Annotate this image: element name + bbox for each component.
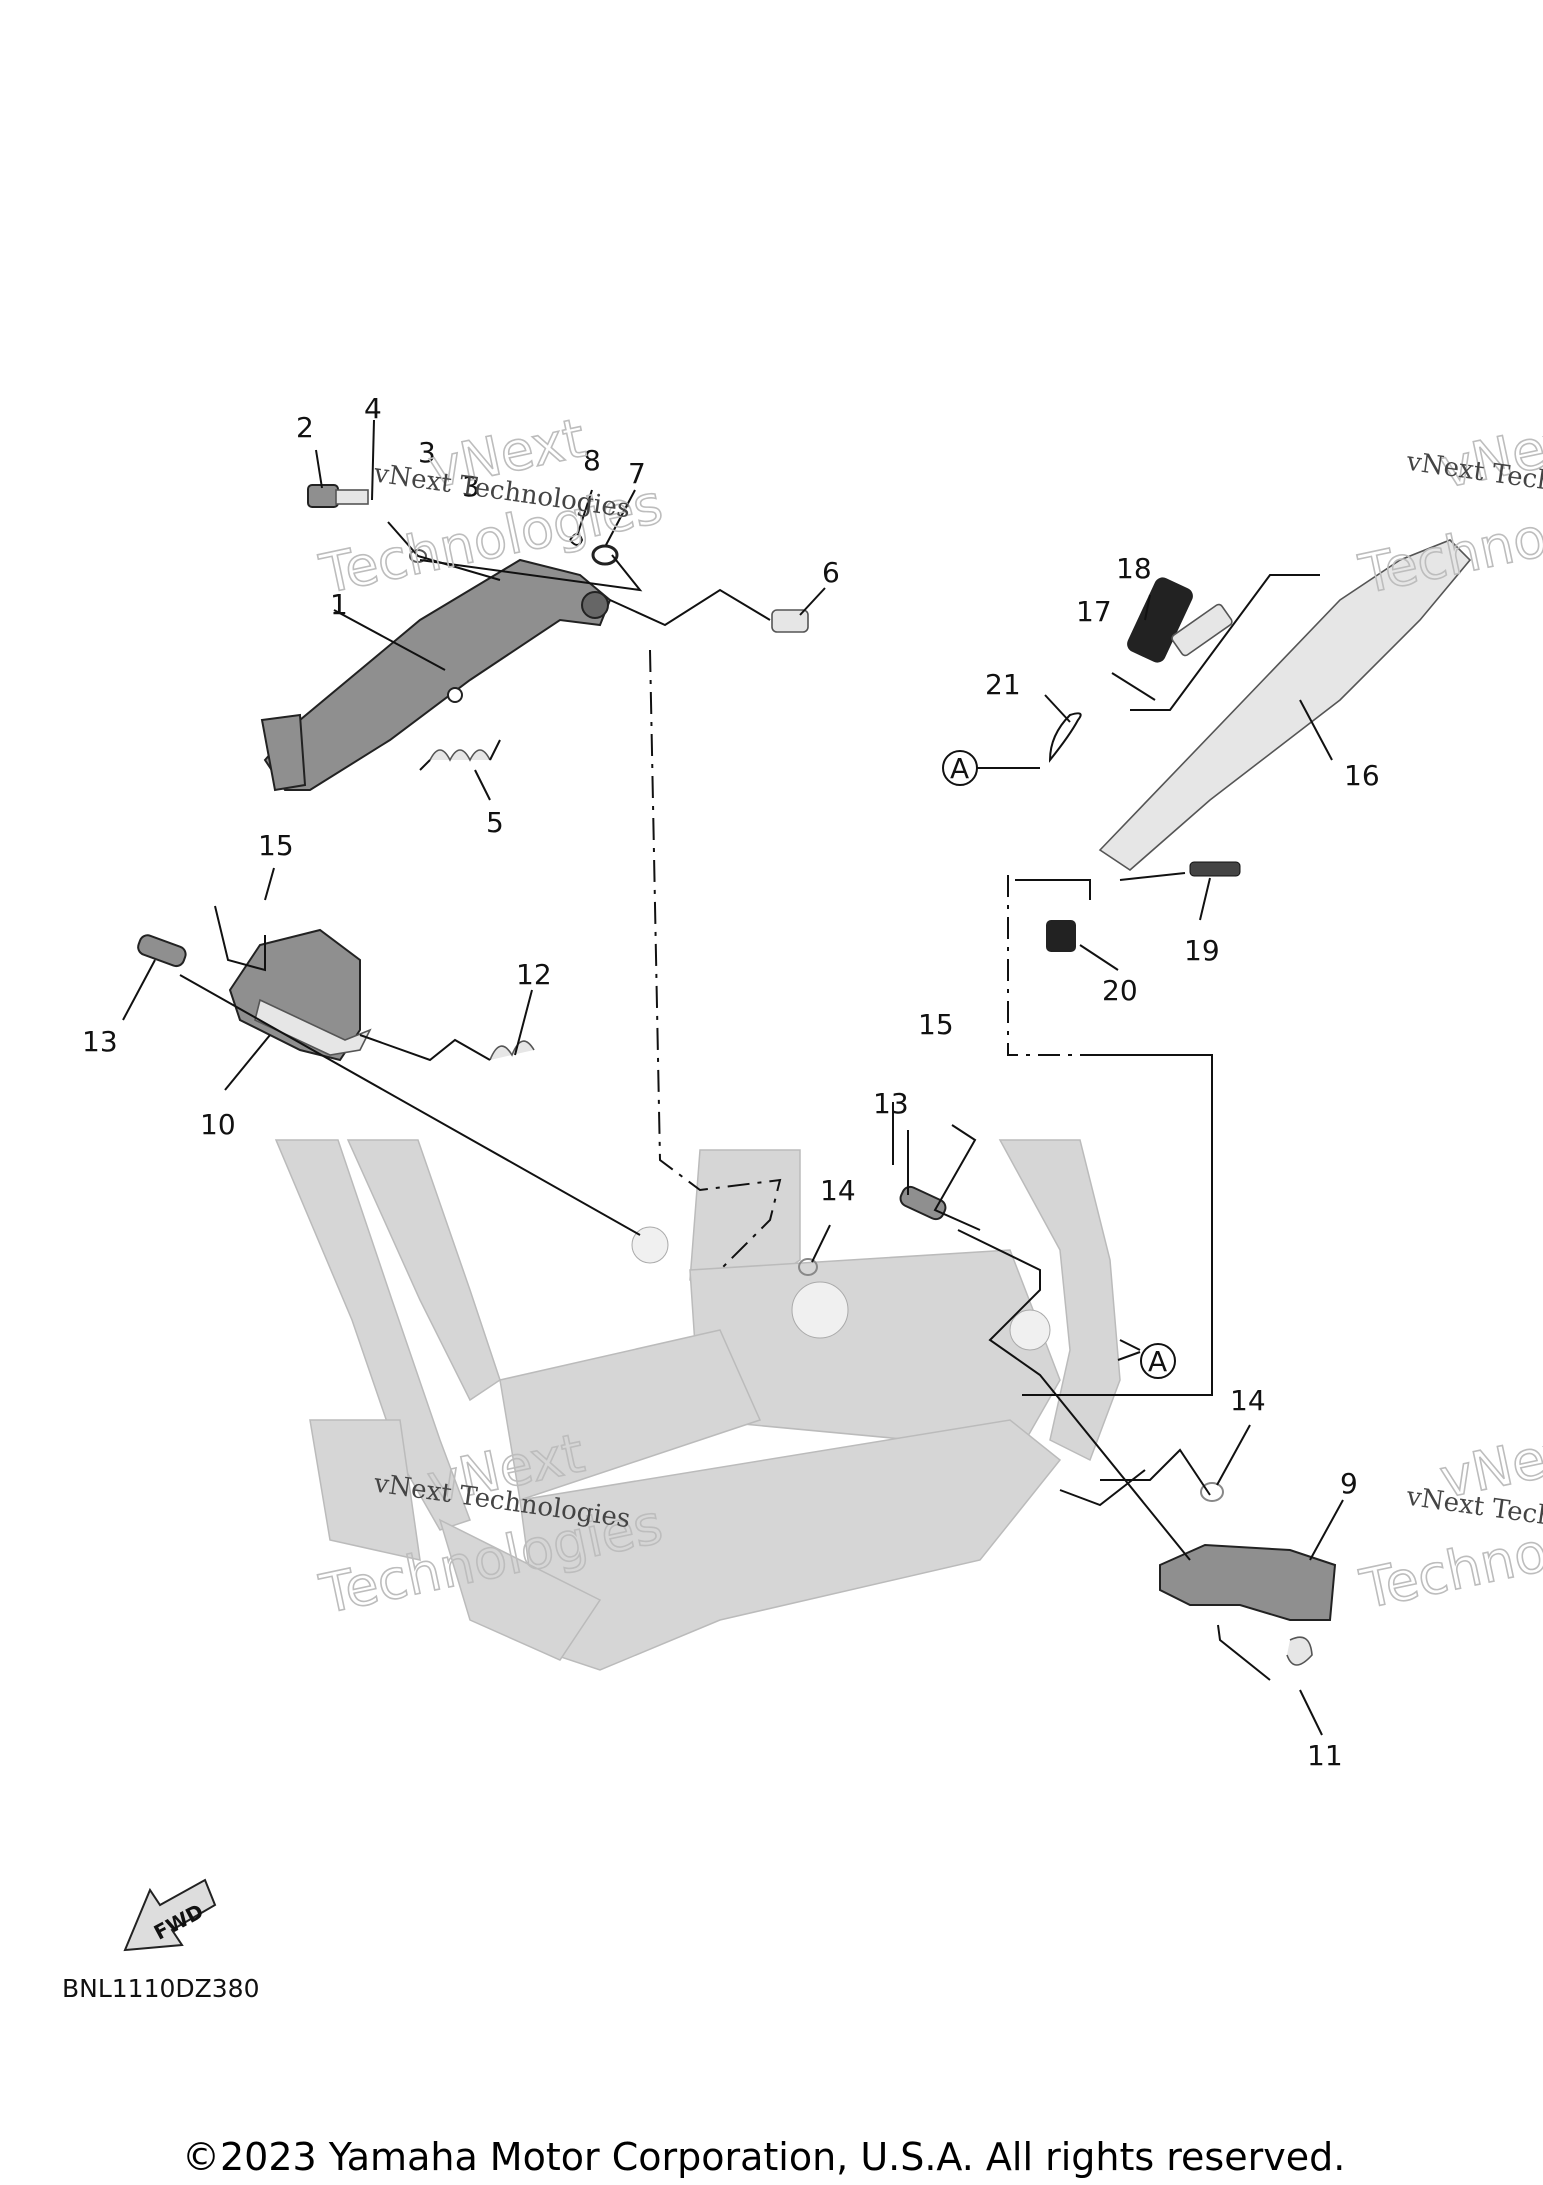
svg-text:A: A <box>1148 1345 1167 1378</box>
pedal-spring-part <box>419 739 501 771</box>
footrest-pin-right-part <box>899 1185 947 1221</box>
stand-nut-part <box>1046 920 1076 952</box>
spring-right-part <box>1286 1636 1313 1666</box>
cotter-pin-part <box>569 533 584 546</box>
stand-bolt-part <box>1189 861 1241 877</box>
reference-marker-a-top: A <box>942 750 1040 786</box>
callout-5: 5 <box>486 806 504 839</box>
watermark-top-right: vNext Technologies vNext Technologies <box>1353 405 1543 607</box>
copyright-notice: ©2023 Yamaha Motor Corporation, U.S.A. A… <box>182 2135 1345 2179</box>
leader-lines <box>122 419 1344 1736</box>
forward-arrow-icon: FWD <box>123 1878 217 1952</box>
callout-8: 8 <box>583 444 601 477</box>
callout-19: 19 <box>1184 934 1220 967</box>
callout-18: 18 <box>1116 552 1152 585</box>
washer-mid-part <box>798 1258 818 1276</box>
brake-pedal-part <box>260 558 612 792</box>
motorcycle-frame <box>274 1139 1121 1671</box>
callout-15-second: 15 <box>918 1008 954 1041</box>
pedal-bolt-part <box>307 484 369 508</box>
callout-1: 1 <box>330 588 348 621</box>
sidestand-part <box>1098 539 1472 872</box>
callout-20: 20 <box>1102 974 1138 1007</box>
svg-text:A: A <box>950 752 969 785</box>
callout-10: 10 <box>200 1108 236 1141</box>
callout-7: 7 <box>628 457 646 490</box>
callout-14: 14 <box>820 1174 856 1207</box>
footrest-right-part <box>1159 1543 1337 1621</box>
callout-17: 17 <box>1076 595 1112 628</box>
callout-9: 9 <box>1340 1467 1358 1500</box>
callout-2: 2 <box>296 411 314 444</box>
stand-spring-part <box>1171 603 1233 657</box>
callout-3-second: 3 <box>462 470 480 503</box>
callout-14-second: 14 <box>1230 1384 1266 1417</box>
callout-6: 6 <box>822 556 840 589</box>
diagram-code: BNL1110DZ380 <box>62 1974 260 2003</box>
callout-11: 11 <box>1307 1739 1343 1772</box>
callout-3: 3 <box>418 436 436 469</box>
watermark-bottom-right: vNext Technologies vNext Technologies <box>1354 1415 1543 1622</box>
callout-13: 13 <box>82 1025 118 1058</box>
reference-marker-a-bottom: A <box>1140 1343 1176 1379</box>
stand-rubber-part <box>1127 577 1193 663</box>
footrest-pin-left-part <box>137 934 187 968</box>
watermark-top-left: vNext Technologies vNext Technologies <box>314 405 669 607</box>
footrest-left-part <box>228 928 372 1062</box>
callout-12: 12 <box>516 958 552 991</box>
callout-16: 16 <box>1344 759 1380 792</box>
washer-part <box>409 549 427 563</box>
callout-13-second: 13 <box>873 1087 909 1120</box>
callout-21: 21 <box>985 668 1021 701</box>
callout-15: 15 <box>258 829 294 862</box>
pin-part <box>771 609 809 633</box>
washer-right-part <box>1200 1482 1224 1502</box>
callout-numbers: 1 2 3 3 4 5 6 7 8 9 10 11 12 13 13 14 14… <box>82 392 1380 1772</box>
spring-left-part <box>489 1040 535 1061</box>
o-ring-part <box>591 544 619 566</box>
callout-4: 4 <box>364 392 382 425</box>
stand-clip-part <box>1048 712 1082 763</box>
